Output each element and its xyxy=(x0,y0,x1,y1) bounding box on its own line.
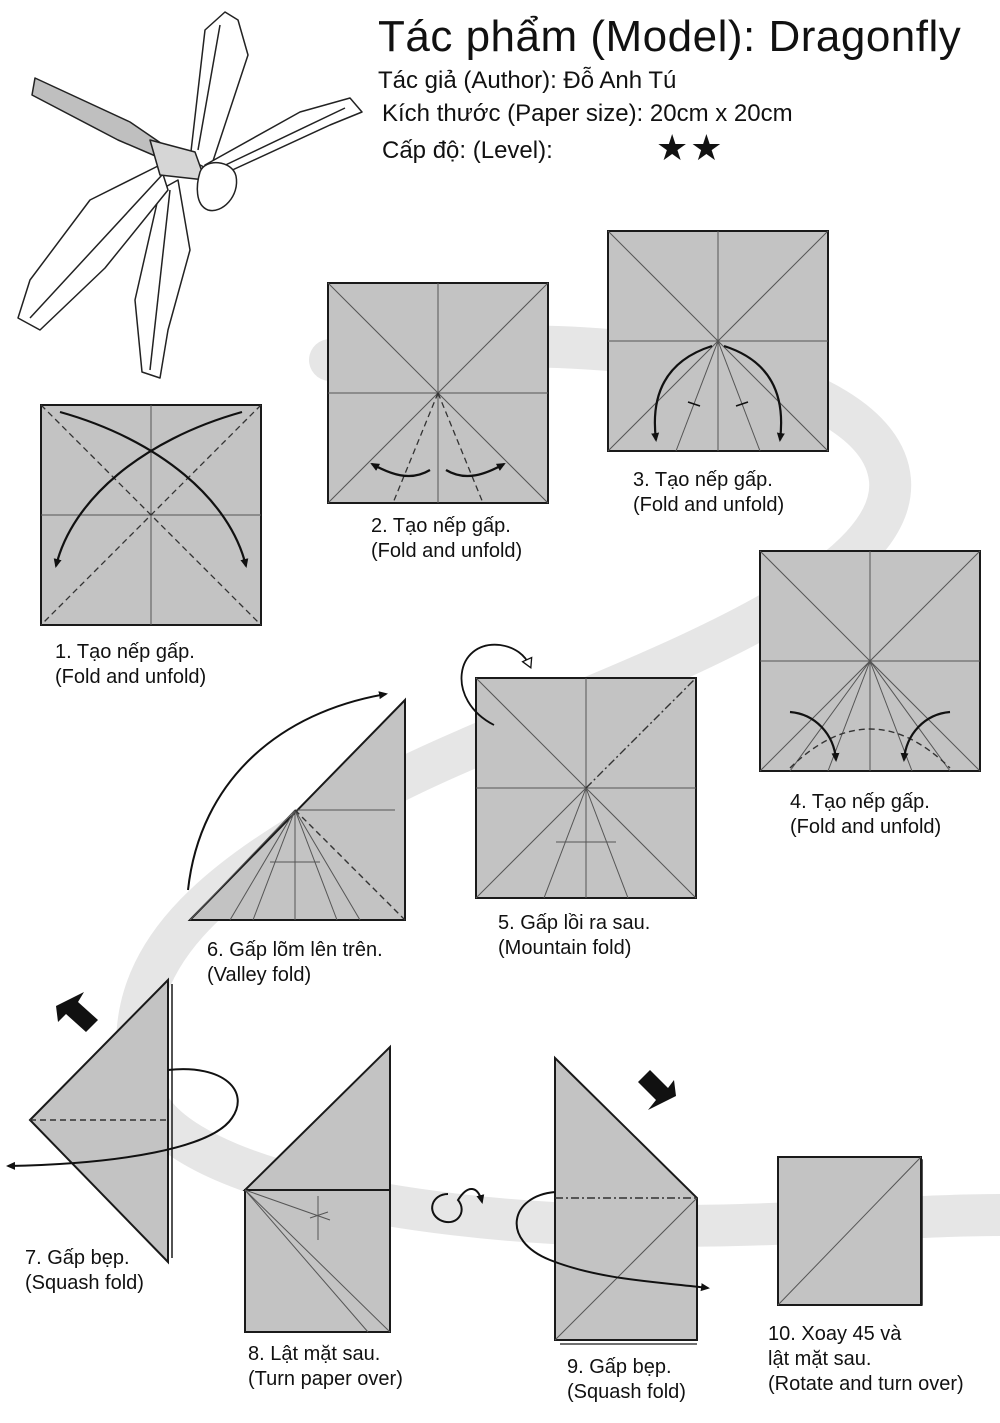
dragonfly-tail xyxy=(31,77,169,159)
step-2-subtitle: (Fold and unfold) xyxy=(371,540,523,562)
author-line: Tác giả (Author): Đỗ Anh Tú xyxy=(378,67,677,94)
step-10-diagram xyxy=(777,1156,923,1306)
step-8-diagram xyxy=(242,1044,391,1333)
dragonfly-right-wing-vein xyxy=(214,107,346,171)
step-6-caption: 6. Gấp lõm lên trên. (Valley fold) xyxy=(207,938,383,988)
step-10-line2: lật mặt sau. xyxy=(768,1348,872,1370)
step-6-diagram xyxy=(187,691,406,921)
dragonfly-lower-left-wing-vein xyxy=(29,174,163,319)
dragonfly-lower-right-wing-vein xyxy=(149,189,171,371)
step-9-caption: 9. Gấp bẹp. (Squash fold) xyxy=(567,1355,686,1405)
step-4-subtitle: (Fold and unfold) xyxy=(790,816,942,838)
step-8-subtitle: (Turn paper over) xyxy=(248,1368,403,1390)
step-5-subtitle: (Mountain fold) xyxy=(498,937,632,959)
level-label: Cấp độ: (Level): xyxy=(382,137,553,164)
step-1-diagram xyxy=(40,404,262,626)
step-3-diagram xyxy=(607,230,829,452)
step-4-caption: 4. Tạo nếp gấp. (Fold and unfold) xyxy=(790,790,941,840)
page-title: Tác phẩm (Model): Dragonfly xyxy=(378,12,962,61)
step-5-title: 5. Gấp lồi ra sau. xyxy=(498,912,651,934)
step-6-title: 6. Gấp lõm lên trên. xyxy=(207,939,383,961)
step-9-title: 9. Gấp bẹp. xyxy=(567,1356,672,1378)
step-5-caption: 5. Gấp lồi ra sau. (Mountain fold) xyxy=(498,911,650,961)
step-4-diagram xyxy=(759,550,981,772)
dragonfly-lower-right-wing xyxy=(134,179,191,379)
step-5-diagram xyxy=(460,644,697,899)
step-10-caption: 10. Xoay 45 và lật mặt sau. (Rotate and … xyxy=(768,1322,964,1397)
step-10-subtitle: (Rotate and turn over) xyxy=(768,1373,964,1395)
step-7-diagram xyxy=(6,977,239,1265)
step-3-title: 3. Tạo nếp gấp. xyxy=(633,469,773,491)
dragonfly-left-wing-vein xyxy=(197,24,221,151)
step-1-caption: 1. Tạo nếp gấp. (Fold and unfold) xyxy=(55,640,206,690)
step-10-title: 10. Xoay 45 và xyxy=(768,1323,902,1345)
step-3-subtitle: (Fold and unfold) xyxy=(633,494,785,516)
step-7-caption: 7. Gấp bẹp. (Squash fold) xyxy=(25,1246,144,1296)
step-9-diagram xyxy=(515,1055,710,1345)
step-1-subtitle: (Fold and unfold) xyxy=(55,666,207,688)
dragonfly-model-illustration xyxy=(17,11,363,379)
turn-over-symbol xyxy=(431,1188,485,1223)
step-2-caption: 2. Tạo nếp gấp. (Fold and unfold) xyxy=(371,514,522,564)
step-8-title: 8. Lật mặt sau. xyxy=(248,1343,381,1365)
dragonfly-lower-left-wing xyxy=(17,164,169,331)
step-7-subtitle: (Squash fold) xyxy=(25,1272,144,1294)
step-2-diagram xyxy=(327,282,549,504)
step-3-caption: 3. Tạo nếp gấp. (Fold and unfold) xyxy=(633,468,784,518)
step-9-subtitle: (Squash fold) xyxy=(567,1381,686,1403)
step-8-caption: 8. Lật mặt sau. (Turn paper over) xyxy=(248,1342,403,1392)
step-7-title: 7. Gấp bẹp. xyxy=(25,1247,130,1269)
step-4-title: 4. Tạo nếp gấp. xyxy=(790,791,930,813)
level-stars: ★★ xyxy=(656,127,725,168)
step-2-title: 2. Tạo nếp gấp. xyxy=(371,515,511,537)
paper-size-line: Kích thước (Paper size): 20cm x 20cm xyxy=(382,100,793,127)
step-1-title: 1. Tạo nếp gấp. xyxy=(55,641,195,663)
step-6-subtitle: (Valley fold) xyxy=(207,964,312,986)
dragonfly-head xyxy=(196,162,238,212)
